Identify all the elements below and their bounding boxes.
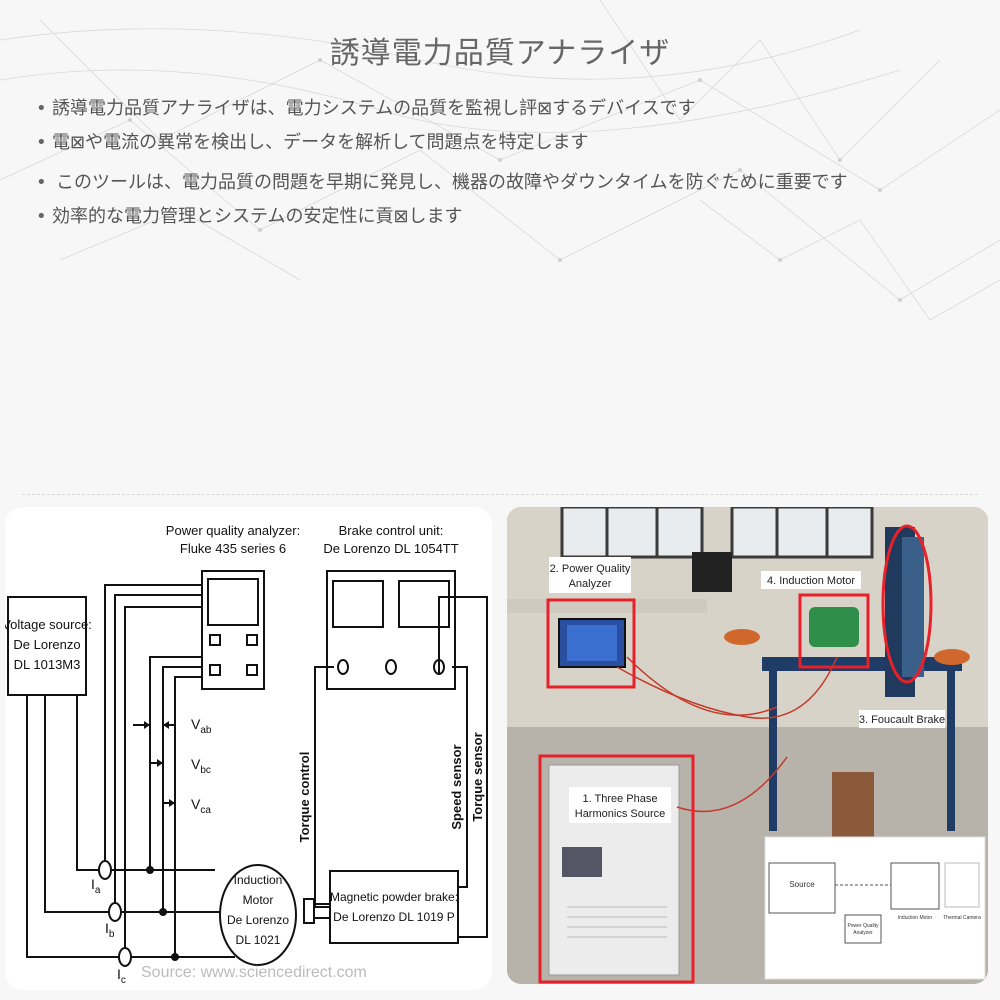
label-source: 1. Three Phase [582, 793, 657, 805]
torque-sensor-label: Torque sensor [470, 732, 485, 821]
analyzer-model: Fluke 435 series 6 [180, 541, 286, 556]
page-title: 誘導電力品質アナライザ [329, 36, 671, 71]
torque-control-label: Torque control [297, 752, 312, 843]
highlight-analyzer [546, 598, 636, 689]
brake-unit-label: Brake control unit: [339, 523, 444, 538]
svg-text:Analyzer: Analyzer [569, 578, 612, 590]
analyzer-label: Power quality analyzer: [166, 523, 300, 538]
source-credit: Source: www.sciencedirect.com [141, 964, 367, 981]
speed-sensor-label: Speed sensor [449, 744, 464, 829]
svg-text:Analyzer: Analyzer [853, 930, 873, 936]
bullet-item: 効率的な電力管理とシステムの安定性に貢⊠します [34, 200, 984, 234]
motor-label: Induction [234, 873, 283, 887]
section-divider [22, 494, 978, 495]
vab-label: Vab [191, 716, 212, 736]
vbc-label: Vbc [191, 756, 211, 776]
svg-text:Induction Motor: Induction Motor [898, 915, 933, 921]
ia-label: Ia [91, 876, 101, 896]
ic-label: Ic [117, 966, 126, 986]
highlight-boxes [538, 524, 933, 984]
label-motor: 4. Induction Motor [767, 575, 855, 587]
bullet-item: 電⊠や電流の異常を検出し、データを解析して問題点を特定します [34, 126, 984, 160]
vca-label: Vca [191, 796, 211, 816]
label-analyzer: 2. Power Quality [550, 563, 631, 575]
powder-brake-model: De Lorenzo DL 1019 P [333, 910, 455, 924]
analyzer-box [201, 570, 265, 690]
voltage-source-box [7, 596, 87, 696]
highlight-source [538, 754, 695, 984]
powder-brake-label: Magnetic powder brake: [330, 890, 458, 904]
motor-symbol [219, 864, 297, 966]
svg-text:Motor: Motor [243, 893, 274, 907]
voltage-source-label: Voltage source: [5, 617, 92, 632]
label-brake: 3. Foucault Brake [859, 714, 945, 726]
svg-text:Harmonics Source: Harmonics Source [575, 808, 665, 820]
analyzer-screen [207, 578, 259, 626]
schematic-diagram: Power quality analyzer: Fluke 435 series… [5, 523, 488, 986]
powder-brake-box [329, 870, 459, 944]
svg-text:Source: Source [789, 880, 815, 889]
svg-text:Power Quality: Power Quality [847, 923, 879, 929]
ib-label: Ib [105, 920, 115, 940]
highlight-brake [881, 524, 933, 684]
bullet-item: 誘導電力品質アナライザは、電力システムの品質を監視し評⊠するデバイスです [34, 92, 984, 126]
bullet-list: 誘導電力品質アナライザは、電力システムの品質を監視し評⊠するデバイスです 電⊠や… [34, 92, 984, 234]
lab-photo-illustration: 2. Power Quality Analyzer 4. Induction M… [507, 507, 988, 984]
voltage-source-brand: De Lorenzo [13, 637, 80, 652]
svg-text:DL 1021: DL 1021 [236, 933, 281, 947]
bullet-item: このツールは、電力品質の問題を早期に発見し、機器の故障やダウンタイムを防ぐために… [34, 166, 984, 200]
highlight-motor [798, 593, 870, 669]
svg-text:Thermal Camera: Thermal Camera [943, 915, 981, 921]
voltage-source-model: DL 1013M3 [14, 657, 81, 672]
svg-text:De Lorenzo: De Lorenzo [227, 913, 289, 927]
brake-unit-model: De Lorenzo DL 1054TT [323, 541, 458, 556]
inset-schematic: Source Power Quality Analyzer Induction … [764, 836, 986, 980]
lab-photo: 2. Power Quality Analyzer 4. Induction M… [507, 507, 988, 984]
brake-control-box [326, 570, 456, 690]
schematic-panel: Power quality analyzer: Fluke 435 series… [5, 507, 492, 990]
